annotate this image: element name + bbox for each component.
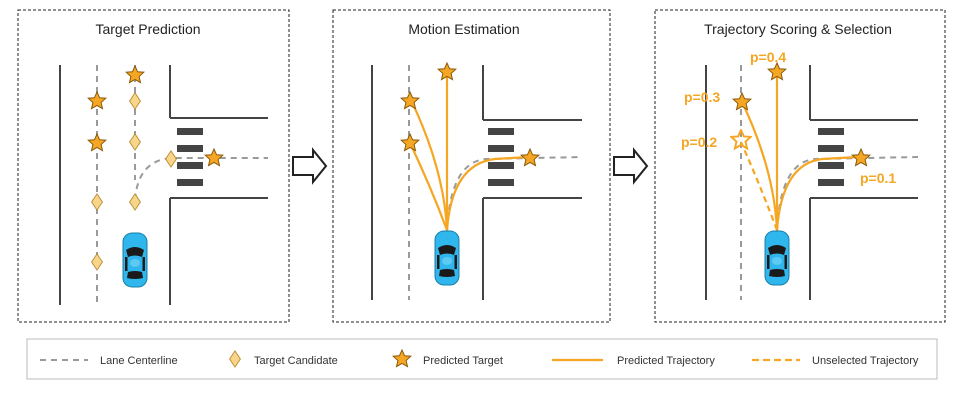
legend-item-predicted-target: Predicted Target <box>392 349 503 368</box>
panel-trajectory-scoring: Trajectory Scoring & Selection <box>654 9 946 323</box>
legend-label: Lane Centerline <box>100 355 178 367</box>
legend-label: Unselected Trajectory <box>812 355 919 367</box>
panel-title: Target Prediction <box>95 21 200 37</box>
probability-label: p=0.2 <box>681 134 717 150</box>
probability-label: p=0.3 <box>684 89 720 105</box>
legend-item-unselected-trajectory: Unselected Trajectory <box>752 355 919 367</box>
probability-label: p=0.4 <box>750 49 786 65</box>
legend: Lane Centerline Target Candidate Predict… <box>26 338 938 380</box>
crosswalk <box>488 128 514 186</box>
unselected-trajectory <box>739 141 779 231</box>
legend-item-target-candidate: Target Candidate <box>229 350 338 368</box>
probability-labels: p=0.4 p=0.3 p=0.2 p=0.1 <box>681 49 896 186</box>
panel-border <box>17 9 290 323</box>
selected-trajectories <box>742 74 859 231</box>
legend-label: Predicted Target <box>423 355 503 367</box>
panel-title: Motion Estimation <box>408 21 519 37</box>
crosswalk <box>177 128 203 186</box>
arrow-2 <box>613 147 649 185</box>
panel-border <box>332 9 611 323</box>
road-edges <box>59 65 268 305</box>
panel-target-prediction: Target Prediction <box>17 9 290 323</box>
predicted-trajectories <box>409 74 529 231</box>
ego-car <box>434 230 460 286</box>
road-edges <box>371 65 582 300</box>
crosswalk <box>818 128 844 186</box>
panel-title: Trajectory Scoring & Selection <box>704 21 892 37</box>
legend-label: Predicted Trajectory <box>617 355 715 367</box>
ego-car <box>122 232 148 288</box>
legend-item-predicted-trajectory: Predicted Trajectory <box>552 355 715 367</box>
panel-motion-estimation: Motion Estimation <box>332 9 611 323</box>
panel-border <box>654 9 946 323</box>
ego-car <box>764 230 790 286</box>
road-edges <box>705 65 918 300</box>
arrow-1 <box>292 147 328 185</box>
legend-item-lane-centerline: Lane Centerline <box>40 355 178 367</box>
probability-label: p=0.1 <box>860 170 896 186</box>
legend-label: Target Candidate <box>254 355 338 367</box>
